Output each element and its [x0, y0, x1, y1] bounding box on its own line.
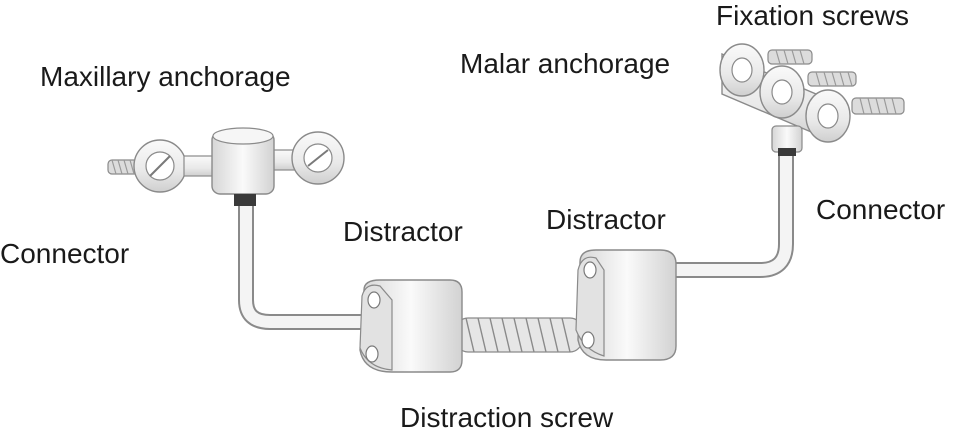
label-connector-right: Connector [816, 196, 945, 224]
fixation-screw [768, 50, 812, 64]
label-malar-anchorage: Malar anchorage [460, 50, 670, 78]
distractor-right-block [576, 250, 676, 360]
label-maxillary-anchorage: Maxillary anchorage [40, 63, 291, 91]
maxillary-anchorage-plate [108, 128, 344, 206]
distraction-screw [456, 318, 582, 352]
distractor-left-block [360, 280, 462, 372]
label-distractor-right: Distractor [546, 206, 666, 234]
label-connector-left: Connector [0, 240, 129, 268]
label-distractor-left: Distractor [343, 218, 463, 246]
fixation-screw [852, 98, 904, 114]
label-fixation-screws: Fixation screws [716, 2, 909, 30]
connector-right-rod [660, 150, 786, 270]
fixation-screw [808, 72, 856, 86]
label-distraction-screw: Distraction screw [400, 404, 613, 432]
